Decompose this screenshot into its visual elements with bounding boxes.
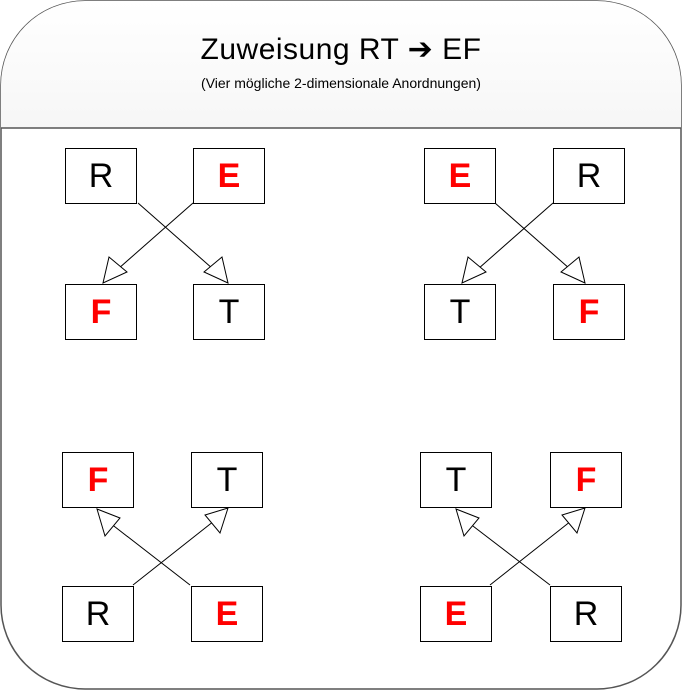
arrow-line — [494, 202, 571, 270]
node-box: T — [420, 452, 492, 508]
node-box: F — [65, 284, 137, 340]
arrow-line — [132, 520, 215, 586]
arrowhead-icon — [455, 508, 480, 538]
arrow-line — [477, 202, 554, 270]
node-box: R — [62, 586, 134, 642]
node-box: T — [193, 284, 265, 340]
node-box: T — [191, 452, 263, 508]
node-box: F — [550, 452, 622, 508]
node-box: R — [553, 148, 625, 204]
arrowhead-icon — [102, 256, 128, 284]
arrowhead-icon — [204, 507, 229, 535]
diagram-title: Zuweisung RT ➔ EF — [200, 33, 482, 66]
node-box: T — [424, 284, 496, 340]
arrow-line — [468, 522, 551, 586]
node-box: E — [420, 586, 492, 642]
arrow-line — [117, 202, 194, 270]
node-box: R — [550, 586, 622, 642]
arrowhead-icon — [96, 508, 121, 538]
arrowhead-icon — [203, 256, 229, 284]
node-box: E — [193, 148, 265, 204]
arrowhead-icon — [461, 256, 487, 284]
arrow-line — [489, 520, 572, 586]
arrow-line — [109, 522, 191, 586]
node-box: E — [424, 148, 496, 204]
node-box: E — [191, 586, 263, 642]
node-box: F — [553, 284, 625, 340]
node-box: F — [62, 452, 134, 508]
arrowhead-icon — [561, 507, 586, 535]
arrow-line — [137, 202, 214, 270]
diagram-subtitle: (Vier mögliche 2-dimensionale Anordnunge… — [201, 75, 481, 91]
node-box: R — [65, 148, 137, 204]
arrowhead-icon — [560, 256, 586, 284]
